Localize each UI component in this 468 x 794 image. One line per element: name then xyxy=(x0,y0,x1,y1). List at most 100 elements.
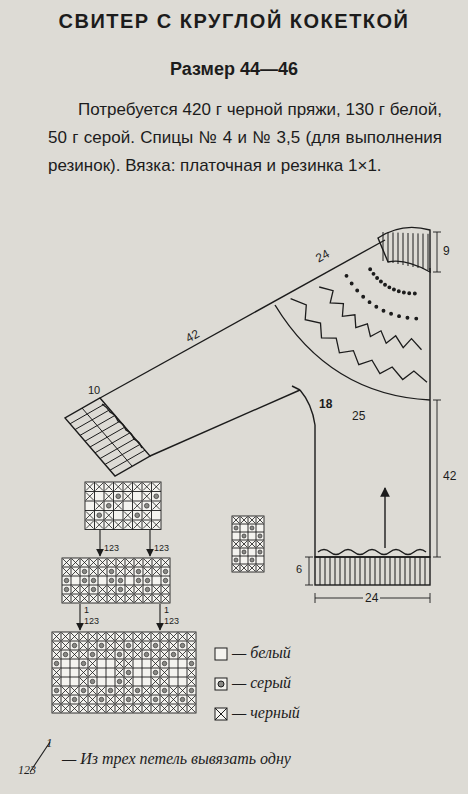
stroke xyxy=(143,642,150,649)
stroke xyxy=(85,482,161,530)
stroke xyxy=(105,521,113,529)
stroke xyxy=(232,548,264,549)
stroke xyxy=(143,512,151,520)
stroke xyxy=(62,576,170,577)
stroke xyxy=(413,233,414,267)
stroke xyxy=(242,550,246,554)
stroke xyxy=(380,557,381,585)
stroke xyxy=(90,652,95,657)
stroke xyxy=(116,669,123,676)
stroke xyxy=(340,557,341,585)
stroke xyxy=(125,687,132,694)
stroke xyxy=(143,687,150,694)
stroke xyxy=(187,632,188,713)
stroke xyxy=(151,482,152,530)
stroke xyxy=(53,642,60,649)
stroke xyxy=(188,651,195,658)
stroke xyxy=(189,688,194,693)
stroke xyxy=(109,569,114,574)
knit-direction-arrow xyxy=(384,488,385,548)
stroke xyxy=(383,232,384,261)
stroke xyxy=(170,696,177,703)
dot xyxy=(414,292,417,295)
stroke xyxy=(242,534,246,538)
stroke xyxy=(72,697,77,702)
stroke xyxy=(98,687,105,694)
stroke xyxy=(62,585,170,586)
stroke xyxy=(161,651,168,658)
stroke xyxy=(152,705,159,712)
stroke xyxy=(80,642,87,649)
stroke xyxy=(144,652,149,657)
stroke xyxy=(52,668,196,669)
stroke xyxy=(400,557,401,585)
stroke xyxy=(72,568,79,575)
stroke xyxy=(86,493,94,501)
stroke xyxy=(80,705,87,712)
stroke xyxy=(96,483,104,491)
dot xyxy=(406,316,409,319)
stroke xyxy=(71,651,78,658)
stroke xyxy=(71,633,78,640)
stroke xyxy=(152,687,159,694)
stroke xyxy=(80,558,81,603)
stroke xyxy=(99,595,106,602)
stroke xyxy=(408,233,409,266)
stroke xyxy=(350,557,351,585)
stroke xyxy=(115,521,123,529)
stroke xyxy=(90,568,97,575)
stroke xyxy=(143,493,151,501)
stroke xyxy=(136,578,141,583)
stroke xyxy=(179,705,186,712)
stroke xyxy=(153,643,158,648)
stroke xyxy=(232,556,264,557)
stroke xyxy=(151,632,152,713)
stroke xyxy=(81,688,86,693)
stroke xyxy=(142,482,143,530)
stroke xyxy=(355,557,356,585)
stroke xyxy=(106,632,107,713)
stroke xyxy=(116,494,121,499)
stroke xyxy=(169,632,170,713)
stroke xyxy=(62,696,69,703)
stroke xyxy=(126,559,133,566)
stroke xyxy=(126,568,133,575)
dot xyxy=(350,282,353,285)
stitch-count: 123 xyxy=(84,617,99,627)
legend-text: — белый xyxy=(232,644,291,662)
stroke xyxy=(153,595,160,602)
stroke xyxy=(79,632,80,713)
stroke xyxy=(170,642,177,649)
stroke xyxy=(123,482,124,530)
stroke xyxy=(179,687,186,694)
stroke xyxy=(116,705,123,712)
stroke xyxy=(116,696,123,703)
stroke xyxy=(107,642,114,649)
legend-text: — Из трех петель вывязать одну xyxy=(62,750,291,768)
stroke xyxy=(115,502,123,510)
stroke xyxy=(62,642,69,649)
stroke xyxy=(99,559,106,566)
stroke xyxy=(115,483,123,491)
dot xyxy=(369,268,372,271)
stroke xyxy=(153,502,161,510)
stroke xyxy=(134,696,141,703)
stroke xyxy=(109,578,114,583)
stroke xyxy=(99,643,104,648)
stroke xyxy=(162,586,169,593)
stroke xyxy=(53,651,60,658)
stroke xyxy=(136,569,141,574)
stroke xyxy=(425,557,426,585)
stroke xyxy=(125,678,132,685)
stroke xyxy=(395,557,396,585)
stroke xyxy=(85,501,161,502)
stroke xyxy=(52,632,196,713)
legend-swatch xyxy=(215,678,227,690)
stroke xyxy=(179,651,186,658)
stroke xyxy=(81,586,88,593)
symbol-number: 123 xyxy=(18,764,36,777)
stroke xyxy=(94,482,95,530)
stroke xyxy=(134,502,142,510)
dot xyxy=(408,292,411,295)
stroke xyxy=(135,688,140,693)
